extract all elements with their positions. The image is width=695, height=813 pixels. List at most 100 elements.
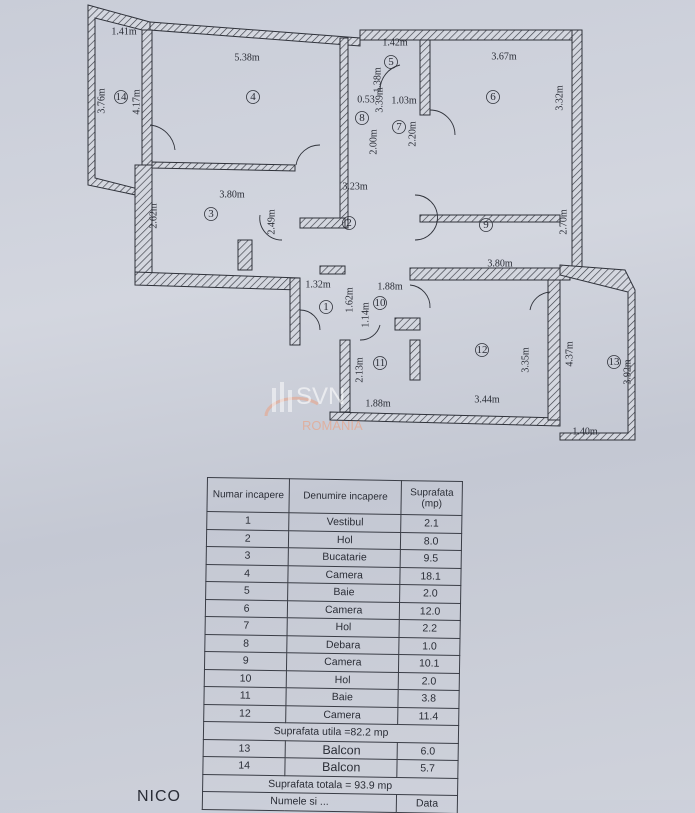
wall-segment xyxy=(339,339,351,413)
svg-text:9: 9 xyxy=(483,219,489,231)
room-number-marker: 7 xyxy=(392,120,406,134)
wall-segment xyxy=(237,239,253,271)
door-swing xyxy=(149,124,176,151)
dimension-label: 3.67m xyxy=(491,51,517,62)
cell-nr: 14 xyxy=(202,756,286,776)
room-area-table: Numar incapere Denumire incapere Suprafa… xyxy=(202,477,463,813)
dimension-label: 3.32m xyxy=(554,85,565,111)
cell-area: 8.0 xyxy=(400,532,462,551)
dimension-label: 3.76m xyxy=(96,88,107,114)
dimension-label: 3.23m xyxy=(342,181,368,192)
cell-name: Baie xyxy=(286,687,399,708)
dimension-label: 3.35m xyxy=(520,347,531,373)
wall-segment xyxy=(319,265,346,275)
wall-segment xyxy=(151,161,296,172)
svg-text:14: 14 xyxy=(116,91,128,103)
cell-area: 18.1 xyxy=(400,567,462,586)
dimension-label: 3.92m xyxy=(622,359,633,385)
cell-name: Balcon xyxy=(285,740,398,760)
door-swing xyxy=(414,194,438,241)
svg-text:5: 5 xyxy=(388,56,394,68)
door-swing xyxy=(359,324,381,341)
watermark-sub: ROMANIA xyxy=(302,418,363,433)
cell-nr: 11 xyxy=(203,686,287,706)
watermark-logo: SVN ROMANIA xyxy=(264,382,363,433)
cell-area: 10.1 xyxy=(398,654,460,673)
cell-nr: 9 xyxy=(204,651,288,671)
wall-segment xyxy=(419,214,561,223)
svg-text:11: 11 xyxy=(375,357,386,369)
room-number-marker: 12 xyxy=(475,343,489,357)
dimension-label: 3.80m xyxy=(487,258,513,269)
dimension-label: 1.42m xyxy=(382,37,408,48)
wall-segment xyxy=(394,317,421,331)
svg-text:3: 3 xyxy=(208,208,214,220)
room-number-marker: 3 xyxy=(204,207,218,221)
col-header-area: Suprafata (mp) xyxy=(401,480,463,516)
wall-segment xyxy=(141,29,153,171)
cell-name: Hol xyxy=(286,670,399,690)
footer-row: Numele si ...Data xyxy=(202,791,458,813)
dimension-label: 3.44m xyxy=(474,394,500,405)
dimension-label: 2.20m xyxy=(407,121,418,147)
wall-segment xyxy=(134,271,301,291)
dimension-label: 1.88m xyxy=(365,398,391,409)
table-header-row: Numar incapere Denumire incapere Suprafa… xyxy=(206,477,463,516)
room-number-marker: 2 xyxy=(342,216,356,230)
dimension-label: 1.03m xyxy=(391,95,417,106)
cell-area: 2.1 xyxy=(400,514,462,534)
svg-text:6: 6 xyxy=(490,91,496,103)
watermark-brand: SVN xyxy=(296,383,345,410)
dimension-label: 2.00m xyxy=(368,129,379,155)
dimension-label: 1.88m xyxy=(377,281,403,292)
dimension-label: 0.53 xyxy=(357,94,375,105)
dimension-label: 3.39m xyxy=(374,87,385,113)
room-number-marker: 13 xyxy=(607,355,621,369)
cell-nr: 1 xyxy=(206,511,290,531)
svg-text:12: 12 xyxy=(477,344,488,356)
door-swing xyxy=(299,309,321,331)
cell-nr: 10 xyxy=(204,668,287,688)
dimension-label: 1.38m xyxy=(372,67,383,93)
cell-name: Camera xyxy=(286,652,399,673)
dimension-label: 4.17m xyxy=(131,89,142,115)
cell-name: Hol xyxy=(288,530,401,550)
cell-area: 11.4 xyxy=(397,707,459,726)
cell-nr: 7 xyxy=(205,616,288,636)
svg-text:8: 8 xyxy=(359,112,365,124)
dimension-label: 2.70m xyxy=(558,209,569,235)
cell-area: 2.2 xyxy=(399,619,461,638)
cell-area: 5.7 xyxy=(397,759,459,778)
dimension-label: 2.49m xyxy=(266,209,277,235)
wall-segment xyxy=(419,39,431,116)
dimension-label: 2.62m xyxy=(148,203,159,229)
svg-text:13: 13 xyxy=(609,356,621,368)
wall-segment xyxy=(289,277,301,346)
wall-segment xyxy=(339,37,349,229)
cell-nr: 8 xyxy=(204,633,288,653)
wall-segment xyxy=(559,264,636,441)
cell-name: Debara xyxy=(287,635,400,655)
dimension-label: 1.41m xyxy=(111,26,137,37)
wall-segment xyxy=(547,279,561,421)
room-number-marker: 4 xyxy=(246,90,260,104)
door-swing xyxy=(529,291,551,311)
dimension-label: 5.38m xyxy=(234,52,260,63)
room-number-marker: 9 xyxy=(479,218,493,232)
wall-segment xyxy=(409,339,421,381)
door-swing xyxy=(379,64,401,91)
cell-nr: 6 xyxy=(205,598,288,618)
cell-nr: 3 xyxy=(206,546,289,566)
cell-area: 2.0 xyxy=(399,584,461,603)
cell-nr: 13 xyxy=(203,738,286,758)
dimension-label: 1.32m xyxy=(305,279,331,290)
cell-name: Hol xyxy=(287,617,400,638)
door-swing xyxy=(409,284,431,309)
dimension-label: 4.37m xyxy=(564,341,575,367)
room-number-marker: 10 xyxy=(373,296,387,310)
cell-area: 9.5 xyxy=(400,549,462,569)
cell-name: Bucatarie xyxy=(288,547,401,568)
dimension-label: 2.13m xyxy=(354,357,365,383)
cell-name: Camera xyxy=(288,565,401,585)
